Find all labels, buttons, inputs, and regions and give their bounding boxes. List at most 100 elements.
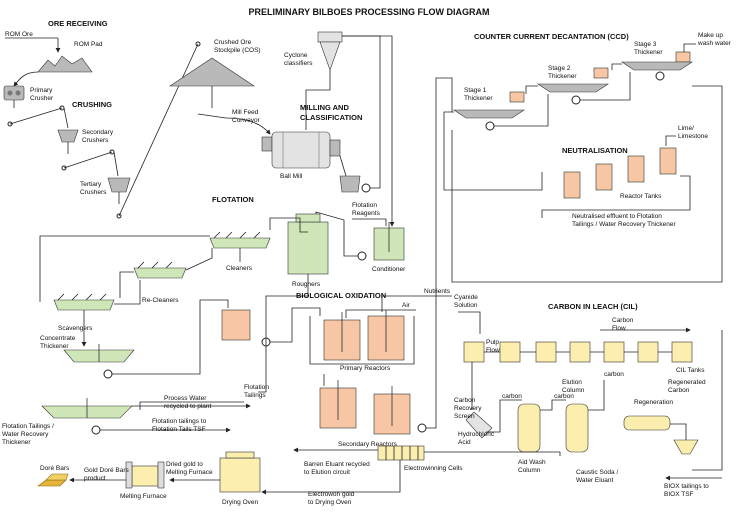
conditioner-pump-icon <box>357 251 367 261</box>
regenerated-carbon-hopper <box>673 439 699 455</box>
cleaners-cells <box>209 237 271 249</box>
scavengers-label: Scavengers <box>58 325 93 332</box>
rom-pad-icon <box>37 55 93 73</box>
cil-tank-1 <box>463 341 485 363</box>
melting-furnace <box>131 465 159 487</box>
conveyor-1 <box>9 107 63 125</box>
reactor-tanks-label: Reactor Tanks <box>620 193 662 200</box>
elution-column <box>565 403 589 453</box>
neutralisation-tank-1 <box>563 171 581 199</box>
tertiary-crusher-icon <box>107 177 131 193</box>
cil-tank-4 <box>569 341 591 363</box>
diagram-title: PRELIMINARY BILBOES PROCESSING FLOW DIAG… <box>248 7 489 17</box>
section-ore-receiving: ORE RECEIVING <box>48 19 108 28</box>
stage1-thickener <box>453 109 525 119</box>
ball-mill-icon <box>271 131 331 169</box>
conveyor-2 <box>63 151 113 169</box>
air-label: Air <box>402 302 411 309</box>
dore-bars-label: Doré Bars <box>40 465 70 472</box>
section-flotation: FLOTATION <box>212 195 254 204</box>
cil-tank-2 <box>499 341 521 363</box>
mill-pump-icon <box>361 183 371 193</box>
section-cil: CARBON IN LEACH (CIL) <box>548 302 638 311</box>
ball-mill-label: Ball Mill <box>280 173 303 180</box>
section-crushing: CRUSHING <box>72 100 112 109</box>
tailings-pump-icon <box>91 425 101 435</box>
melting-furnace-label: Melting Furnace <box>120 493 167 500</box>
cil-tanks-label: CIL Tanks <box>676 367 705 374</box>
drying-oven <box>219 457 261 493</box>
cos-stockpile-icon <box>169 57 255 87</box>
cil-tank-5 <box>603 341 625 363</box>
rom-ore-label: ROM Ore <box>5 31 33 38</box>
roughers-label: Roughers <box>292 281 321 288</box>
acid-wash-column <box>517 403 541 453</box>
regeneration-label: Regeneration <box>634 399 673 406</box>
primary-reactors-label: Primary Reactors <box>340 365 391 372</box>
neutralisation-tank-3 <box>627 155 645 183</box>
rom-pad-label: ROM Pad <box>74 41 103 48</box>
scavengers-cells <box>53 299 115 311</box>
carbon-label-screen: carbon <box>502 393 522 400</box>
secondary-crusher-icon <box>57 129 79 143</box>
re-cleaners-label: Re-Cleaners <box>142 297 179 304</box>
primary-crusher-icon <box>3 85 25 101</box>
regeneration-kiln <box>623 415 671 431</box>
bio-feed-tank <box>221 309 251 341</box>
drying-oven-label: Drying Oven <box>222 499 259 506</box>
caustic-soda-label: Caustic Soda /Water Eluant <box>576 469 618 484</box>
section-ccd: COUNTER CURRENT DECANTATION (CCD) <box>474 32 629 41</box>
electrowinning-label: Electrowinning Cells <box>404 465 463 472</box>
cyclone-icon <box>319 41 341 71</box>
mill-discharge-sump <box>339 175 361 193</box>
cil-tank-6 <box>637 341 659 363</box>
conveyor-to-cos <box>118 43 199 217</box>
re-cleaners-cells <box>133 267 187 279</box>
lime-label: Lime/Limestone <box>678 125 708 140</box>
bio-discharge-pump-icon <box>417 423 427 433</box>
section-bio-oxidation: BIOLOGICAL OXIDATION <box>296 291 386 300</box>
mill-feed-conveyor <box>197 113 227 119</box>
electrowinning-cells <box>377 445 425 461</box>
section-neutralisation: NEUTRALISATION <box>562 146 628 155</box>
concentrate-pump-icon <box>103 369 113 379</box>
secondary-reactors-label: Secondary Reactors <box>338 441 398 448</box>
cil-tank-3 <box>535 341 557 363</box>
neutralisation-tank-2 <box>595 163 613 191</box>
stage2-thickener <box>537 83 609 93</box>
nutrients-label: Nutrients <box>424 288 451 295</box>
carbon-recovery-screen <box>465 411 493 439</box>
roughers-cell <box>287 221 329 275</box>
carbon-label-elution: carbon <box>554 393 574 400</box>
neutralisation-tank-4 <box>659 147 677 175</box>
